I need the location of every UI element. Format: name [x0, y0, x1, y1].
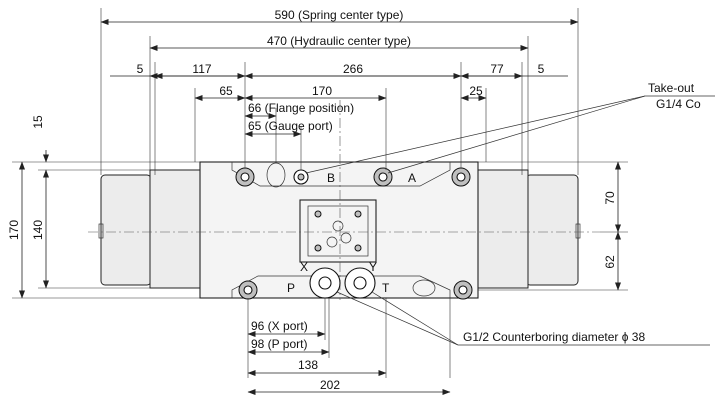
bolts — [235, 162, 473, 300]
bolt-top-mid-inner — [378, 172, 388, 182]
left-spring-cap — [100, 174, 152, 286]
dim-140: 140 — [31, 220, 45, 240]
pilot-valve-inner — [307, 205, 369, 257]
pilot-bolt-1 — [314, 210, 322, 218]
dim-170-top: 170 — [312, 84, 332, 98]
pilot-port-3 — [326, 236, 338, 248]
top-dimensions: 590 (Spring center type) 470 (Hydraulic … — [100, 8, 579, 175]
dim-266: 266 — [343, 62, 363, 76]
counterbore-callout: G1/2 Counterboring diameter ϕ 38 — [336, 291, 710, 346]
dim-65-gauge: 65 (Gauge port) — [248, 119, 333, 133]
takeout-label-1: Take-out — [648, 81, 695, 95]
bolt-bottom-right-inner — [458, 285, 468, 295]
dim-70: 70 — [603, 191, 617, 205]
port-label-b: B — [327, 171, 335, 185]
dim-98: 98 (P port) — [251, 337, 307, 351]
port-label-a: A — [408, 171, 416, 185]
port-label-p: P — [287, 281, 295, 295]
dim-590: 590 (Spring center type) — [275, 8, 404, 22]
dim-5-right: 5 — [538, 62, 545, 76]
dim-470: 470 (Hydraulic center type) — [267, 34, 411, 48]
takeout-label-2: G1/4 Co — [656, 97, 701, 111]
right-spring-cap — [525, 174, 579, 286]
dim-117: 117 — [192, 62, 211, 76]
dim-170-left: 170 — [7, 220, 21, 240]
pilot-port-2 — [340, 232, 352, 244]
left-cylinder — [149, 169, 201, 289]
pilot-port-1 — [332, 220, 344, 232]
bottom-lever — [412, 279, 436, 297]
dim-25: 25 — [469, 84, 483, 98]
port-label-x: X — [300, 260, 308, 274]
pilot-bolt-3 — [314, 244, 322, 252]
bolt-top-right-inner — [456, 172, 466, 182]
right-dimensions: 70 62 — [478, 161, 628, 291]
dim-65: 65 — [219, 84, 233, 98]
port-x-inner — [318, 276, 332, 290]
bottom-dimensions: 96 (X port) 98 (P port) 138 202 — [247, 298, 451, 395]
pilot-bolt-4 — [354, 244, 362, 252]
gauge-port-inner — [297, 173, 305, 181]
bolt-bottom-left-inner — [243, 285, 253, 295]
right-cylinder — [477, 169, 529, 289]
bolt-top-left-inner — [240, 172, 250, 182]
left-dimensions: 170 140 15 — [7, 115, 200, 299]
left-cap-port — [98, 223, 104, 239]
dim-62: 62 — [603, 255, 617, 269]
dim-15: 15 — [31, 115, 45, 129]
dim-5-left: 5 — [137, 62, 144, 76]
dim-202: 202 — [320, 378, 340, 392]
takeout-callout: Take-out G1/4 Co — [305, 81, 715, 174]
port-label-y: Y — [369, 260, 377, 274]
dim-77: 77 — [490, 62, 504, 76]
counterbore-label: G1/2 Counterboring diameter ϕ 38 — [463, 330, 645, 344]
dim-96: 96 (X port) — [251, 319, 308, 333]
port-label-t: T — [382, 281, 390, 295]
bottom-flange — [231, 275, 451, 298]
port-y-inner — [353, 276, 367, 290]
right-cap-port — [575, 223, 581, 239]
dim-138: 138 — [298, 358, 318, 372]
pilot-bolt-2 — [354, 210, 362, 218]
dim-66: 66 (Flange position) — [248, 101, 354, 115]
